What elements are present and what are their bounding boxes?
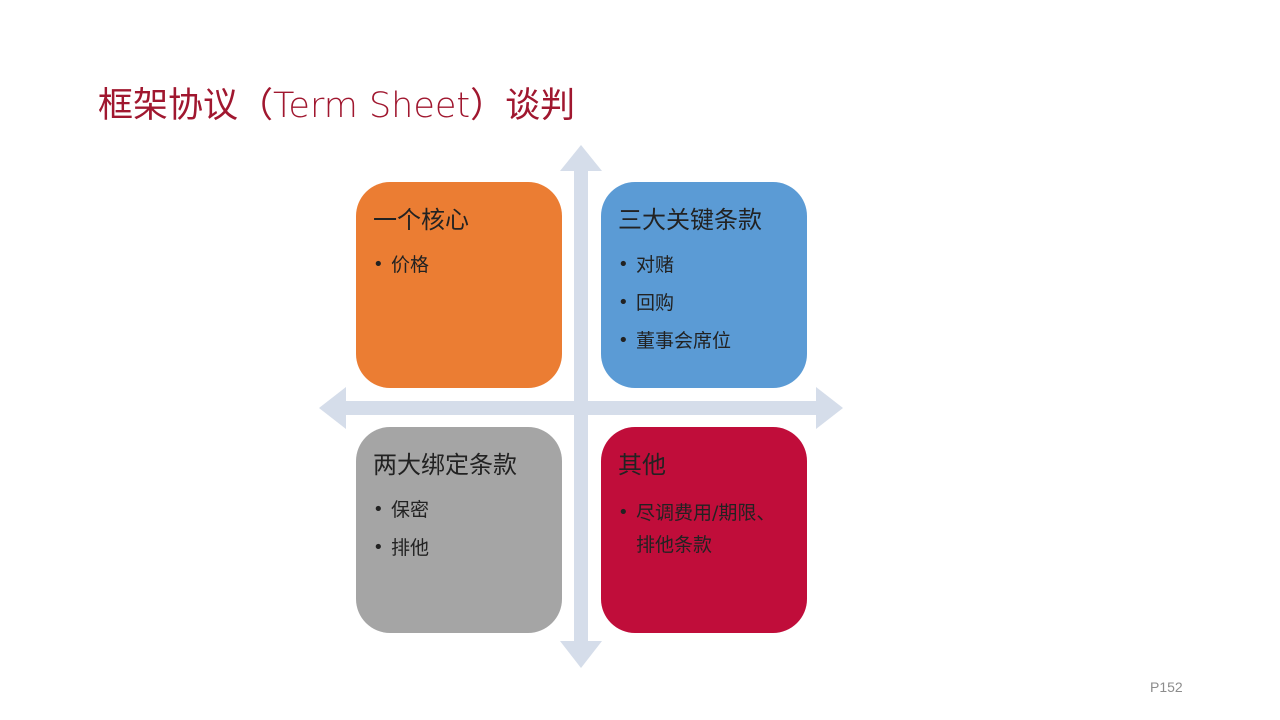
quadrant-heading: 三大关键条款 [618,206,762,234]
slide-title: 框架协议（Term Sheet）谈判 [98,86,576,126]
horizontal-axis [319,387,843,429]
left-arrowhead [319,387,346,429]
list-item: 董事会席位 [618,328,793,354]
list-item: 对赌 [618,252,793,278]
quadrant-top-left: 一个核心 价格 [356,182,562,388]
list-item: 回购 [618,290,793,316]
quadrant-heading: 一个核心 [373,206,469,234]
quadrant-top-right: 三大关键条款 对赌 回购 董事会席位 [601,182,807,388]
quadrant-bottom-right: 其他 尽调费用/期限、排他条款 [601,427,807,633]
quadrant-list: 保密 排他 [373,497,548,561]
quadrant-bottom-left: 两大绑定条款 保密 排他 [356,427,562,633]
quadrant-heading: 两大绑定条款 [373,451,517,479]
horizontal-shaft [346,401,816,415]
quadrant-heading: 其他 [618,451,666,479]
list-item: 排他 [373,535,548,561]
list-item: 尽调费用/期限、排他条款 [618,497,793,561]
up-arrowhead [560,145,602,171]
down-arrowhead [560,641,602,668]
quadrant-list: 对赌 回购 董事会席位 [618,252,793,354]
right-arrowhead [816,387,843,429]
quadrant-list: 尽调费用/期限、排他条款 [618,497,793,561]
list-item: 保密 [373,497,548,523]
list-item: 价格 [373,252,548,278]
quadrant-list: 价格 [373,252,548,278]
page-number: P152 [1150,679,1183,695]
